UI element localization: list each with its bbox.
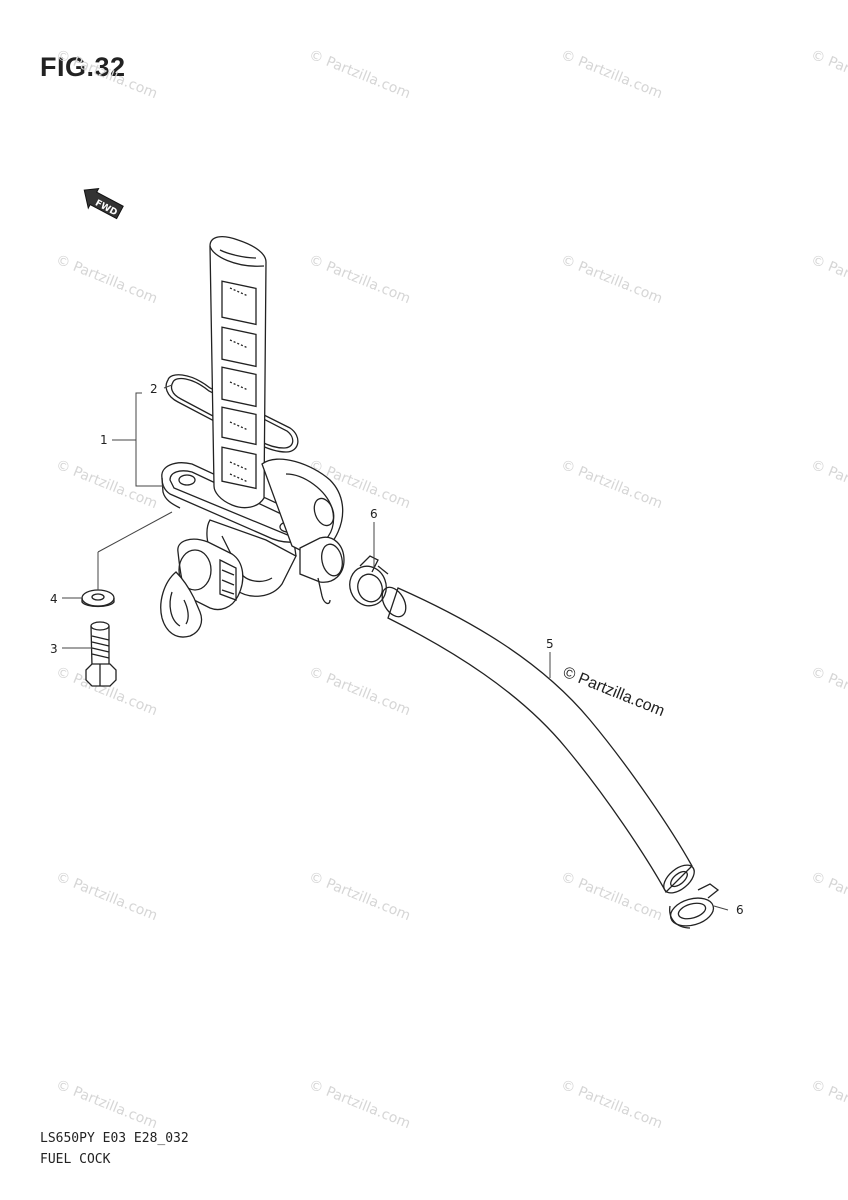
watermark: © Partzilla.com — [54, 869, 160, 924]
watermark: © Partzilla.com — [54, 1077, 160, 1132]
watermark: © Partzilla.com — [307, 47, 413, 102]
callout-6-lower: 6 — [736, 903, 744, 917]
bolt — [85, 621, 117, 687]
model-code: LS650PY E03 E28_032 — [40, 1131, 189, 1146]
hose-clamp-upper — [349, 555, 389, 607]
watermark: © Partzilla.com — [809, 252, 848, 307]
callout-6-upper: 6 — [370, 507, 378, 521]
fwd-arrow-icon: FWD — [83, 188, 124, 220]
watermark: © Partzilla.com — [809, 664, 848, 719]
callout-2: 2 — [150, 382, 158, 396]
callout-5: 5 — [546, 637, 554, 651]
fuel-hose — [381, 586, 695, 894]
callout-1: 1 — [100, 433, 108, 447]
watermark: © Partzilla.com — [559, 47, 665, 102]
watermark: © Partzilla.com — [559, 252, 665, 307]
callout-labels: 2 1 4 3 6 5 6 — [50, 382, 744, 917]
watermark: © Partzilla.com — [809, 47, 848, 102]
watermark: © Partzilla.com — [54, 47, 160, 102]
watermark: © Partzilla.com — [307, 869, 413, 924]
watermark: © Partzilla.com — [809, 457, 848, 512]
callout-4: 4 — [50, 592, 58, 606]
watermark: © Partzilla.com — [54, 252, 160, 307]
o-ring-gasket — [165, 374, 299, 453]
fuel-cock-body — [160, 235, 345, 638]
watermark: © Partzilla.com — [809, 869, 848, 924]
watermark: © Partzilla.com — [559, 457, 665, 512]
hose-clamp-lower — [669, 883, 720, 929]
watermark: © Partzilla.com — [559, 1077, 665, 1132]
watermark: © Partzilla.com — [54, 457, 160, 512]
watermark: © Partzilla.com — [307, 252, 413, 307]
watermark: © Partzilla.com — [809, 1077, 848, 1132]
figure-title: FIG.32 — [40, 52, 126, 82]
callout-3: 3 — [50, 642, 58, 656]
watermark: © Partzilla.com — [559, 869, 665, 924]
figure-footer: LS650PY E03 E28_032 FUEL COCK — [40, 1128, 189, 1170]
figure-caption: FUEL COCK — [40, 1152, 111, 1167]
washer — [81, 589, 115, 608]
watermark: © Partzilla.com — [307, 1077, 413, 1132]
callout-leaders — [62, 384, 729, 911]
watermark: © Partzilla.com — [307, 664, 413, 719]
